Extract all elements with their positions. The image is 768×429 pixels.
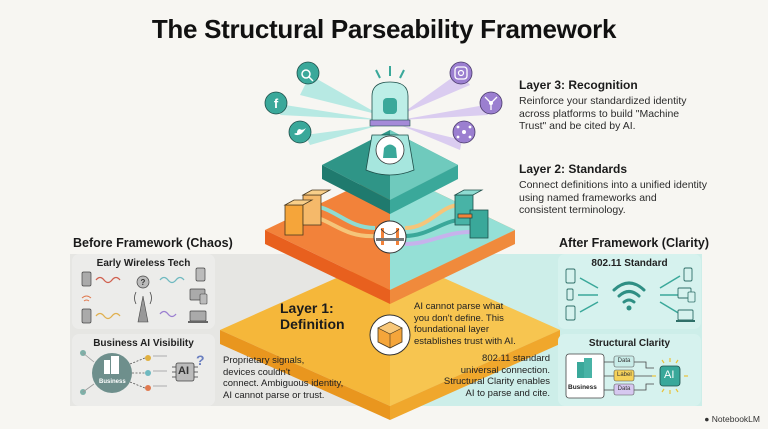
standard-80211-panel: 802.11 Standard [558, 254, 701, 329]
after-desc-line: universal connection. [460, 364, 550, 376]
svg-text:?: ? [141, 278, 146, 287]
platform-icons: f [264, 61, 503, 144]
layer1-title: Layer 1: Definition [280, 300, 345, 332]
layer3-desc-line: Trust" and be cited by AI. [519, 120, 636, 132]
layer1-desc-line: you don't define. This [414, 312, 504, 324]
structural-clarity-panel: Structural Clarity Business Data Label D… [558, 334, 701, 406]
before-desc-line: connect. Ambiguous identity, [223, 378, 344, 389]
after-description: 802.11 standard universal connection. St… [420, 353, 550, 399]
instagram-icon [449, 61, 473, 85]
before-desc-line: devices couldn't [223, 366, 291, 378]
question-mark-icon: ? [196, 352, 205, 368]
question-icon [136, 275, 150, 289]
early-wireless-panel: Early Wireless Tech ? [72, 254, 215, 329]
layer3-desc-line: Reinforce your standardized identity [519, 95, 687, 107]
clarity-wireless-illustration [565, 267, 696, 322]
antenna-icon [137, 295, 149, 323]
laptop-icon [189, 310, 207, 322]
search-icon [296, 61, 320, 85]
business-ai-visibility-panel: Business AI Visibility Business AI ? [72, 334, 215, 406]
label-tag-label: Label [617, 372, 632, 378]
after-desc-line: 802.11 standard [482, 353, 550, 364]
layer1-desc-line: establishes trust with AI. [414, 335, 516, 347]
page-title: The Structural Parseability Framework [151, 14, 617, 44]
before-desc-line: Proprietary signals, [223, 355, 305, 366]
phone-icon [566, 288, 574, 301]
notebooklm-logo-icon: ● [704, 414, 712, 424]
cube-icon [369, 314, 411, 356]
layer3-text: Layer 3: Recognition Reinforce your stan… [519, 78, 759, 133]
layer2-platform [265, 170, 515, 304]
layer1-title-line: Layer 1: [280, 300, 334, 316]
layer3-description: Reinforce your standardized identity acr… [519, 95, 759, 133]
layer2-description: Connect definitions into a unified ident… [519, 179, 764, 217]
layer1-desc-line: foundational layer [414, 324, 489, 335]
layer1-desc-line: AI cannot parse what [414, 301, 504, 312]
notebooklm-brand: ● NotebookLM [704, 414, 760, 424]
layer1-title-line: Definition [280, 316, 345, 332]
wifi-icon [81, 295, 92, 299]
ai-chip-icon [659, 365, 681, 387]
layer3-platform [280, 66, 488, 214]
layer3-title: Layer 3: Recognition [519, 78, 638, 92]
business-label: Business [568, 384, 597, 391]
brand-label: NotebookLM [711, 414, 760, 424]
tablet-icon [81, 308, 92, 324]
early-wireless-title: Early Wireless Tech [96, 258, 191, 269]
layer2-text: Layer 2: Standards Connect definitions i… [519, 162, 764, 217]
after-heading: After Framework (Clarity) [559, 236, 710, 250]
facebook-icon [264, 91, 288, 115]
data-tag [613, 383, 635, 396]
layer2-desc-line: consistent terminology. [519, 204, 626, 216]
wifi-icon [612, 281, 646, 304]
standard-80211-title: 802.11 Standard [591, 258, 668, 269]
laptop-icon [677, 309, 694, 321]
layer1-description: AI cannot parse what you don't define. T… [414, 301, 534, 347]
chaos-business-illustration [80, 350, 198, 395]
phone-icon [195, 267, 206, 282]
svg-text:f: f [274, 96, 279, 111]
data-tag [613, 355, 635, 368]
tablet-icon [565, 268, 576, 284]
before-desc-line: AI cannot parse or trust. [223, 389, 325, 401]
layer2-title: Layer 2: Standards [519, 162, 628, 176]
business-label: Business [99, 379, 126, 385]
structural-clarity-title: Structural Clarity [588, 338, 671, 349]
layer3-desc-line: across platforms to build "Machine [519, 107, 680, 120]
before-heading: Before Framework (Chaos) [73, 236, 233, 250]
tablet-icon [565, 305, 576, 321]
data-tag-label: Data [617, 358, 631, 364]
chaos-wireless-illustration: ? [81, 267, 208, 324]
after-desc-line: AI to parse and cite. [465, 387, 551, 399]
label-tag [613, 369, 635, 382]
ai-chip-label: AI [178, 365, 189, 377]
phone-icon [81, 271, 92, 287]
business-building-icon [577, 362, 584, 378]
phone-icon [683, 267, 693, 282]
layer2-desc-line: Connect definitions into a unified ident… [519, 179, 707, 191]
ai-chip-label: AI [664, 369, 675, 381]
layer2-desc-line: using named frameworks and [519, 191, 657, 204]
after-desc-line: Structural Clarity enables [443, 376, 550, 387]
clarity-business-illustration [565, 353, 688, 399]
before-description: Proprietary signals, devices couldn't co… [223, 355, 343, 401]
data-tag-label: Data [617, 386, 631, 392]
business-ai-visibility-title: Business AI Visibility [93, 338, 194, 349]
